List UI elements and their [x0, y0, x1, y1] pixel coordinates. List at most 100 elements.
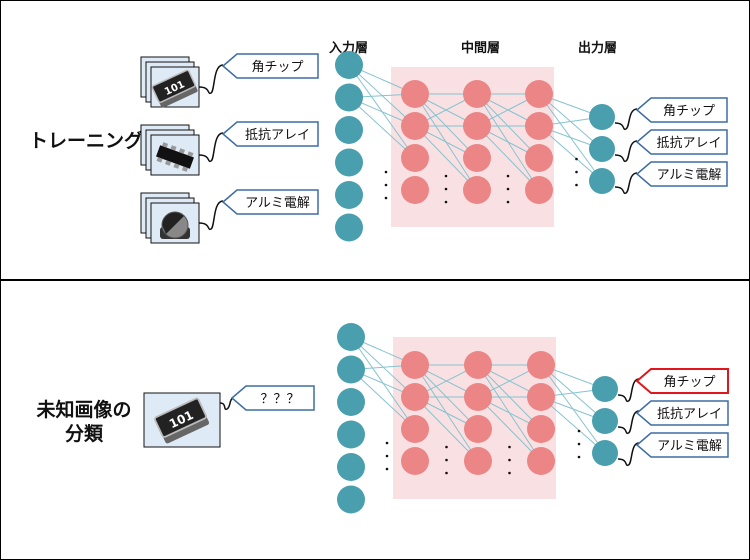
tag-shape — [635, 129, 728, 155]
connection-line — [414, 396, 479, 462]
input-layer-title: 入力層 — [329, 41, 369, 56]
array-terminal — [162, 142, 169, 148]
output-node — [592, 440, 618, 466]
tag-shape — [221, 189, 319, 215]
tag-shape — [230, 385, 315, 411]
input-label-tag: アルミ電解 — [221, 189, 319, 215]
tag-label: アルミ電解 — [657, 168, 722, 183]
cap-stripe — [162, 212, 184, 234]
tag-shape — [635, 368, 729, 394]
tag-label: 角チップ — [251, 60, 303, 75]
ellipsis-dot — [575, 183, 578, 187]
hidden-node — [525, 112, 553, 140]
image-card-stack — [140, 192, 200, 244]
output-node — [592, 408, 618, 434]
hidden-node — [464, 415, 492, 443]
input-node — [335, 116, 363, 144]
output-label-tag: 抵抗アレイ — [635, 400, 729, 426]
classification-label: 未知画像の 分類 — [29, 398, 139, 446]
input-node — [337, 323, 365, 351]
ellipsis-dot — [444, 187, 448, 191]
ellipsis-dot — [444, 200, 448, 204]
ellipsis-dot — [445, 445, 448, 449]
hidden-node — [401, 383, 429, 411]
ellipsis-dot — [575, 157, 578, 161]
ellipsis-dot — [508, 458, 511, 462]
chip-top — [151, 69, 196, 103]
input-node — [337, 388, 365, 416]
hidden-node — [525, 176, 553, 204]
input-node — [337, 453, 365, 481]
image-card-stack — [140, 124, 200, 176]
connector-line — [617, 410, 640, 435]
connector-line — [614, 108, 638, 131]
input-node — [337, 420, 365, 449]
image-card-stack: 101 — [140, 56, 200, 108]
input-node — [335, 181, 363, 209]
connector-line — [198, 64, 224, 95]
ellipsis-dot — [445, 458, 448, 462]
input-node — [335, 213, 363, 242]
ellipsis-dot — [384, 196, 388, 200]
output-node — [589, 104, 615, 130]
connector-line — [198, 132, 224, 163]
chip-resistor-icon: 101 — [151, 69, 198, 108]
output-node — [592, 376, 618, 402]
hidden-node — [401, 415, 429, 443]
connection-line — [540, 396, 606, 454]
hidden-node — [463, 112, 491, 140]
chip-top — [154, 397, 207, 438]
tag-shape — [635, 400, 729, 426]
ellipsis-dot — [385, 441, 389, 445]
connector-line — [614, 140, 638, 163]
aluminum-capacitor-icon — [160, 211, 190, 239]
ellipsis-dot — [508, 471, 511, 475]
tag-label: 角チップ — [663, 375, 715, 390]
output-label-tag: アルミ電解 — [635, 432, 729, 458]
ellipsis-dot — [577, 442, 581, 446]
hidden-node — [401, 176, 429, 204]
hidden-node — [463, 80, 491, 108]
input-node — [335, 148, 363, 177]
tag-label: アルミ電解 — [657, 439, 722, 454]
connector-line — [617, 378, 640, 403]
connection-line — [414, 125, 478, 191]
input-node — [335, 51, 363, 79]
tag-label: 抵抗アレイ — [657, 407, 722, 422]
connection-line — [348, 97, 416, 159]
array-terminal — [173, 163, 180, 169]
hidden-node — [401, 447, 429, 475]
input-node — [335, 83, 363, 112]
output-label-tag: アルミ電解 — [635, 161, 728, 187]
hidden-node — [525, 144, 553, 172]
connection-line — [476, 125, 540, 191]
array-body — [156, 145, 194, 169]
hidden-node — [464, 447, 492, 475]
resistor-array-icon — [156, 142, 194, 172]
connector-line — [219, 397, 235, 411]
connector-line — [614, 172, 638, 195]
training-label: トレーニング — [29, 130, 144, 152]
ellipsis-dot — [577, 429, 581, 433]
input-node — [337, 485, 365, 514]
ellipsis-dot — [384, 183, 388, 187]
ellipsis-dot — [506, 200, 510, 204]
hidden-node — [401, 112, 429, 140]
tag-shape — [635, 161, 728, 187]
hidden-node — [527, 383, 555, 411]
tag-label: 抵抗アレイ — [245, 128, 310, 143]
ellipsis-dot — [506, 174, 510, 178]
ellipsis-dot — [385, 467, 389, 471]
ellipsis-dot — [577, 455, 581, 459]
connection-line — [350, 369, 416, 430]
hidden-node — [401, 351, 429, 379]
ellipsis-dot — [575, 170, 578, 174]
output-node — [589, 136, 615, 162]
ellipsis-dot — [444, 174, 448, 178]
unknown-label-tag: ？？？ — [230, 385, 315, 411]
ellipsis-dot — [384, 170, 388, 174]
tag-label: ？？？ — [260, 392, 299, 407]
connector-line — [617, 442, 640, 467]
